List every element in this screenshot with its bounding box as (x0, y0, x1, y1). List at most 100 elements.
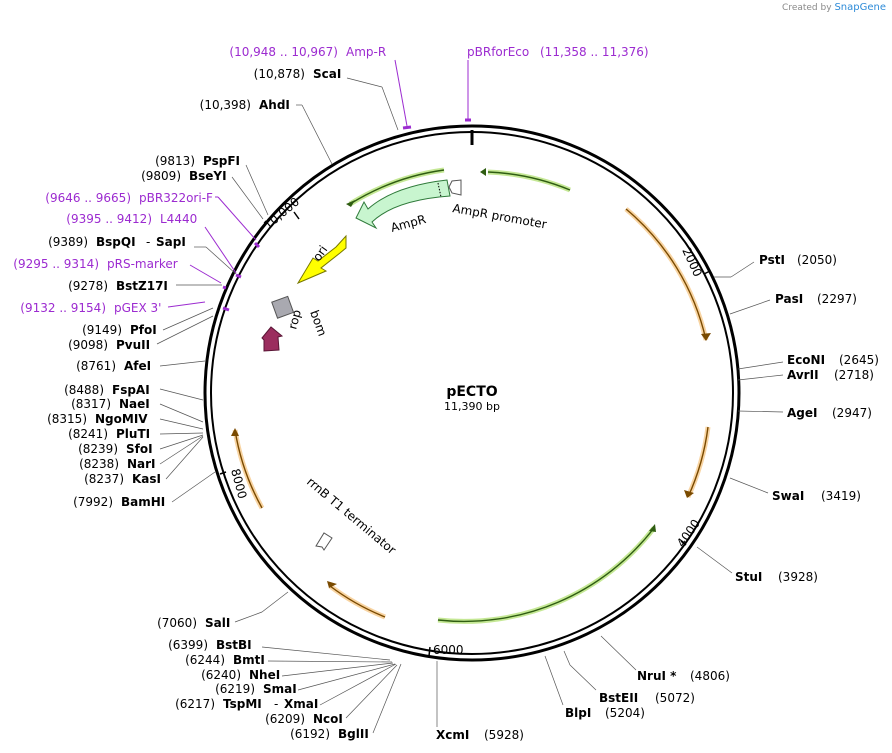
site-econi-pos: (2645) (839, 353, 879, 367)
site-xcmi-name: XcmI (436, 728, 469, 742)
site-sapi-name: SapI (156, 235, 186, 249)
site-naei-name: NaeI (119, 397, 150, 411)
primer-l4440-name: L4440 (160, 212, 197, 226)
bglii-leader (372, 663, 402, 734)
site-avrii-pos: (2718) (834, 368, 874, 382)
site-ngomiv-pos: (8315) (47, 412, 87, 426)
primer-pgex-name: pGEX 3' (114, 301, 161, 315)
ampr-arrow (355, 179, 451, 230)
tick-6000-mark (428, 646, 431, 657)
site-ncoi-pos: (6209) (265, 712, 305, 726)
naei-leader (159, 403, 204, 423)
site-nrui-name: NruI * (637, 669, 677, 683)
fspai-leader (159, 388, 204, 401)
ahdi-leader-2 (301, 104, 333, 165)
tick-8000-mark (219, 471, 227, 475)
ori-arrow (296, 234, 347, 285)
site-fspai-name: FspAI (112, 383, 150, 397)
site-nhei-pos: (6240) (201, 668, 241, 682)
site-pspfi-name: PspFI (203, 154, 240, 168)
econi-leader (737, 361, 784, 370)
plasmid-name: pECTO (446, 384, 497, 400)
plasmid-size: 11,390 bp (444, 400, 500, 413)
site-swai-pos: (3419) (821, 489, 861, 503)
sali-leader-2 (261, 591, 289, 613)
xmai-leader (319, 663, 397, 706)
tick-10000-mark (293, 211, 300, 220)
site-ahdi-pos: (10,398) (200, 98, 251, 112)
snapgene-logo-text: SnapGene (834, 2, 886, 13)
primer-prs-marker-range: (9295 .. 9314) (13, 257, 99, 271)
orange-arc-3-glow (328, 584, 386, 620)
site-nari-pos: (8238) (79, 457, 119, 471)
site-smai-pos: (6219) (215, 682, 255, 696)
site-bsteii-pos: (5072) (655, 691, 695, 705)
site-psti-name: PstI (759, 253, 785, 267)
site-tspmi-name: TspMI (223, 697, 262, 711)
site-stui-pos: (3928) (778, 570, 818, 584)
primer-pbr322ori-name: pBR322ori-F (139, 191, 213, 205)
site-bseyi-name: BseYI (189, 169, 227, 183)
site-kasi-name: KasI (132, 472, 161, 486)
prs-marker-mark (222, 285, 227, 290)
site-scai-pos: (10,878) (254, 67, 305, 81)
primer-marks (167, 59, 471, 312)
site-bglii-pos: (6192) (290, 727, 330, 741)
orange-arcs (231, 207, 711, 620)
site-pspfi-pos: (9813) (155, 154, 195, 168)
right-sites: PstI (2050) PasI (2297) EcoNI (2645) Avr… (436, 253, 879, 742)
green-arc-2 (349, 169, 445, 205)
bstbi-leader (261, 646, 391, 661)
site-tspmi-pos: (6217) (175, 697, 215, 711)
green-arc-3-head (649, 524, 656, 532)
green-arc-3 (437, 527, 655, 623)
primer-labels: (10,948 .. 10,967) Amp-R pBRforEco (11,3… (13, 45, 648, 315)
tick-2000-mark (703, 270, 711, 275)
psti-leader-2 (730, 261, 755, 278)
orange-arc-1 (625, 208, 707, 341)
site-ahdi-name: AhdI (259, 98, 290, 112)
site-smai-name: SmaI (263, 682, 297, 696)
primer-l4440-range: (9395 .. 9412) (66, 212, 152, 226)
site-bmti-pos: (6244) (185, 653, 225, 667)
site-bstbi-pos: (6399) (168, 638, 208, 652)
primer-amp-r-range: (10,948 .. 10,967) (229, 45, 338, 59)
green-arc-1-head (480, 168, 486, 176)
orange-arc-1-head (701, 333, 711, 341)
site-blpi-pos: (5204) (605, 706, 645, 720)
site-afei-name: AfeI (124, 359, 151, 373)
tick-4000-mark (680, 540, 687, 546)
site-bspqi-dash: - (146, 235, 150, 249)
nari-leader (159, 435, 204, 465)
amp-r-mark (402, 125, 412, 130)
site-bstz17i-name: BstZ17I (116, 279, 168, 293)
snapgene-credit: Created by SnapGene (782, 2, 886, 13)
site-nhei-name: NheI (249, 668, 280, 682)
nrui-leader (600, 635, 637, 671)
tick-6000-label: 6000 (433, 643, 464, 657)
backbone-outer (203, 124, 741, 662)
site-ncoi-name: NcoI (313, 712, 343, 726)
ampr-promoter-arrow (448, 179, 462, 196)
blpi-leader (544, 655, 564, 706)
site-agei-name: AgeI (787, 406, 817, 420)
site-stui-name: StuI (735, 570, 762, 584)
site-sfoi-pos: (8239) (78, 442, 118, 456)
site-nari-name: NarI (127, 457, 156, 471)
orange-arc-3-head (327, 581, 337, 588)
site-bstz17i-pos: (9278) (68, 279, 108, 293)
site-pfoi-name: PfoI (130, 323, 157, 337)
bmti-leader (267, 660, 393, 663)
site-avrii-name: AvrII (787, 368, 819, 382)
swai-leader (729, 477, 769, 494)
site-pfoi-pos: (9149) (82, 323, 122, 337)
site-ngomiv-name: NgoMIV (95, 412, 148, 426)
credit-prefix: Created by (782, 3, 832, 13)
site-pluti-pos: (8241) (68, 427, 108, 441)
ampr-dashes (437, 182, 442, 198)
orange-arc-2-head (684, 490, 694, 498)
l4440-leader (204, 226, 237, 274)
sali-leader (234, 611, 263, 623)
ncoi-leader (345, 664, 398, 719)
sfoi-leader (159, 434, 204, 450)
